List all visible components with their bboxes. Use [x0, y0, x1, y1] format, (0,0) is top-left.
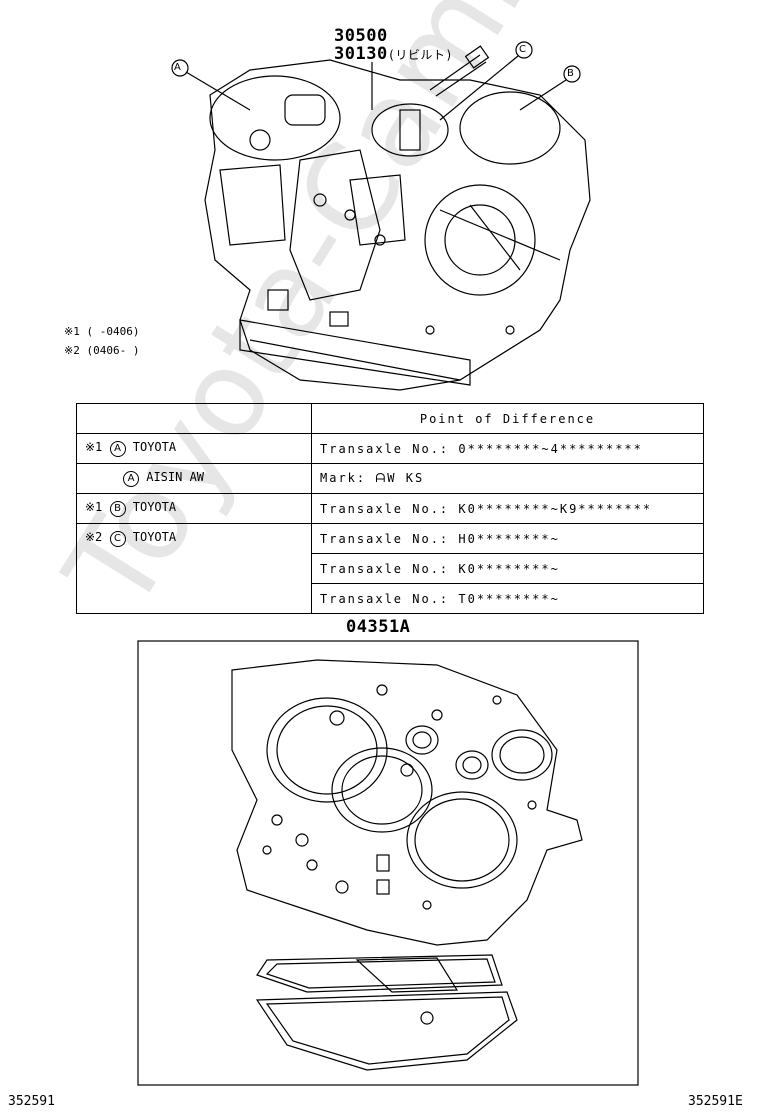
row-value: Transaxle No.: K0********~K9********	[311, 493, 704, 524]
part-number-30130: 30130(リビルト)	[334, 44, 454, 64]
callout-a-label: A	[174, 62, 181, 73]
note-2: ※2 (0406- )	[64, 344, 140, 357]
part-number-04351a: 04351A	[346, 617, 411, 637]
footer-right-code: 352591E	[688, 1094, 743, 1109]
header-empty-cell	[76, 403, 312, 434]
row-value: Transaxle No.: H0********~	[311, 523, 704, 554]
difference-table: Point of Difference ※1 A TOYOTA Transaxl…	[76, 403, 704, 614]
callout-c-label: C	[519, 44, 526, 55]
table-row: ※2 C TOYOTA Transaxle No.: H0********~	[76, 523, 704, 614]
row-label: ※2 C TOYOTA	[76, 523, 312, 614]
row-value: Transaxle No.: T0********~	[311, 583, 704, 614]
row-value: Mark: ᗩW KS	[311, 463, 704, 494]
table-row: Transaxle No.: T0********~	[77, 583, 704, 614]
footer-left-code: 352591	[8, 1094, 55, 1109]
table-row: A AISIN AW Mark: ᗩW KS	[76, 463, 704, 494]
transaxle-illustration	[171, 41, 591, 391]
table-header-row: Point of Difference	[76, 403, 704, 434]
row-label: ※1 A TOYOTA	[76, 433, 312, 464]
row-value: Transaxle No.: K0********~	[311, 553, 704, 584]
gasket-kit-illustration	[137, 640, 639, 1086]
table-row: ※1 B TOYOTA Transaxle No.: K0********~K9…	[76, 493, 704, 524]
header-cell: Point of Difference	[311, 403, 704, 434]
note-1: ※1 ( -0406)	[64, 325, 140, 338]
callout-b-label: B	[567, 68, 574, 79]
table-row: ※1 A TOYOTA Transaxle No.: 0********~4**…	[76, 433, 704, 464]
row-value: Transaxle No.: 0********~4*********	[311, 433, 704, 464]
rebuilt-note: (リビルト)	[387, 48, 454, 62]
part-number-30500: 30500	[334, 26, 388, 46]
row-label: A AISIN AW	[76, 463, 312, 494]
table-row: Transaxle No.: K0********~	[77, 553, 704, 584]
row-label: ※1 B TOYOTA	[76, 493, 312, 524]
